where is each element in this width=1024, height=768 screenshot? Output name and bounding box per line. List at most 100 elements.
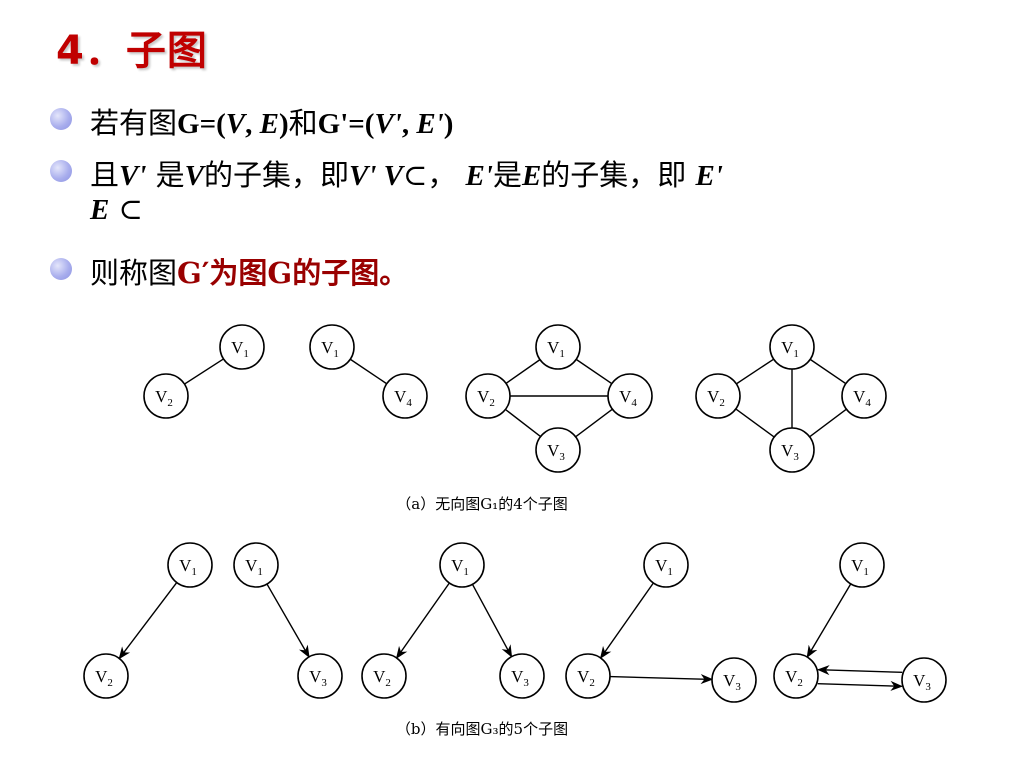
bullet-text-segment: 是 bbox=[146, 158, 185, 192]
bullet-text-segment: 且 bbox=[90, 158, 120, 192]
graph-node-circle bbox=[773, 653, 819, 699]
graph-edge bbox=[735, 408, 775, 438]
graph-node: V1 bbox=[219, 324, 265, 370]
graph-node-circle bbox=[297, 653, 343, 699]
graph-arc bbox=[806, 583, 852, 659]
graph-node-label: V2 bbox=[95, 667, 113, 689]
graph-arc bbox=[395, 582, 450, 660]
bullet-text-segment: ⊂ bbox=[109, 192, 143, 226]
graph-node: V3 bbox=[499, 653, 545, 699]
bullet-dot-icon bbox=[50, 258, 72, 280]
graph-node-label: V2 bbox=[155, 387, 173, 409]
graph-node: V3 bbox=[901, 657, 947, 703]
graph-node-label: V1 bbox=[655, 556, 673, 578]
graph-node: V1 bbox=[643, 542, 689, 588]
graph-node: V1 bbox=[167, 542, 213, 588]
bullet-text-segment: , bbox=[401, 108, 417, 140]
graph-node-label: V2 bbox=[373, 667, 391, 689]
caption-undirected: （a）无向图G₁的4个子图 bbox=[396, 495, 567, 513]
bullet-text-segment: G'=( bbox=[317, 108, 375, 140]
graph-arc bbox=[816, 665, 903, 676]
bullet-text-segment: E' bbox=[695, 160, 723, 192]
graph-node-circle bbox=[439, 542, 485, 588]
graph-node: V1 bbox=[839, 542, 885, 588]
graph-edge bbox=[809, 408, 847, 438]
graph-edge bbox=[809, 358, 847, 385]
graph-node-circle bbox=[499, 653, 545, 699]
bullet-text-segment: 的子集，即 bbox=[203, 158, 349, 192]
bullet-text-segment: G′为图G的子图。 bbox=[177, 256, 409, 290]
graph-node: V3 bbox=[711, 657, 757, 703]
bullet-text-segment: 和 bbox=[288, 106, 318, 140]
graph-node: V1 bbox=[769, 324, 815, 370]
graph-edge bbox=[735, 358, 775, 385]
graph-node: V2 bbox=[773, 653, 819, 699]
graph-arc bbox=[599, 582, 654, 660]
graph-node-label: V3 bbox=[547, 441, 565, 463]
graph-edge bbox=[575, 358, 613, 385]
graph-node-label: V3 bbox=[309, 667, 327, 689]
graph-node-circle bbox=[769, 427, 815, 473]
bullet-text-segment: E' bbox=[416, 108, 444, 140]
graph-node: V1 bbox=[233, 542, 279, 588]
graph-node-circle bbox=[565, 653, 611, 699]
graph-node-circle bbox=[901, 657, 947, 703]
graph-node: V2 bbox=[143, 373, 189, 419]
graph-node: V2 bbox=[695, 373, 741, 419]
bullet-text-1: 若有图G=(V, E)和G'=(V', E') bbox=[90, 100, 453, 142]
bullet-text-segment: V' bbox=[374, 108, 402, 140]
bullet-text-segment: 是 bbox=[492, 158, 522, 192]
graph-node-circle bbox=[143, 373, 189, 419]
graph-node-circle bbox=[535, 324, 581, 370]
graph-node-circle bbox=[382, 373, 428, 419]
bullet-text-segment: 则称图 bbox=[90, 256, 178, 290]
graph-node-label: V4 bbox=[394, 387, 412, 409]
bullet-text-segment: ) bbox=[443, 108, 454, 140]
bullet-text-segment: ) bbox=[278, 108, 289, 140]
graph-node-circle bbox=[607, 373, 653, 419]
graph-node-circle bbox=[839, 542, 885, 588]
bullet-text-segment: E' bbox=[465, 160, 493, 192]
bullet-text-segment: G=( bbox=[177, 108, 226, 140]
graph-node-label: V3 bbox=[723, 671, 741, 693]
graph-node: V1 bbox=[439, 542, 485, 588]
bullet-text-segment: E bbox=[90, 194, 110, 226]
graph-node-circle bbox=[465, 373, 511, 419]
graph-node-label: V1 bbox=[321, 338, 339, 360]
graph-node: V2 bbox=[465, 373, 511, 419]
bullet-text-segment: V bbox=[225, 108, 246, 140]
graph-node-circle bbox=[643, 542, 689, 588]
bullet-text-segment: V' V bbox=[349, 160, 403, 192]
graph-node-circle bbox=[695, 373, 741, 419]
bullet-text-segment: , bbox=[245, 108, 260, 140]
graph-node-circle bbox=[83, 653, 129, 699]
graph-edge bbox=[504, 408, 542, 438]
graph-edge bbox=[575, 408, 613, 438]
graph-node-label: V1 bbox=[851, 556, 869, 578]
graph-node: V1 bbox=[309, 324, 355, 370]
graph-node-circle bbox=[233, 542, 279, 588]
graph-node-label: V3 bbox=[913, 671, 931, 693]
graph-node-label: V2 bbox=[577, 667, 595, 689]
graph-node-circle bbox=[219, 324, 265, 370]
bullet-text-3: 则称图G′为图G的子图。 bbox=[90, 250, 408, 292]
graph-node: V4 bbox=[841, 373, 887, 419]
graph-node: V2 bbox=[361, 653, 407, 699]
graph-node: V4 bbox=[382, 373, 428, 419]
graph-arc bbox=[266, 583, 310, 659]
bullet-text-2: 且V' 是V的子集，即V' V⊂， E'是E的子集，即 E' bbox=[90, 152, 723, 194]
caption-directed: （b）有向图G₃的5个子图 bbox=[396, 720, 568, 738]
graph-node-label: V1 bbox=[451, 556, 469, 578]
bullet-dot-icon bbox=[50, 108, 72, 130]
graph-node-label: V3 bbox=[511, 667, 529, 689]
graph-node-label: V2 bbox=[477, 387, 495, 409]
graph-arc bbox=[817, 680, 904, 691]
graph-node: V1 bbox=[535, 324, 581, 370]
graph-arc bbox=[118, 582, 178, 660]
graph-node-circle bbox=[769, 324, 815, 370]
bullet-text-segment: 若有图 bbox=[90, 106, 178, 140]
graph-node-label: V1 bbox=[231, 338, 249, 360]
graph-node-label: V1 bbox=[179, 556, 197, 578]
